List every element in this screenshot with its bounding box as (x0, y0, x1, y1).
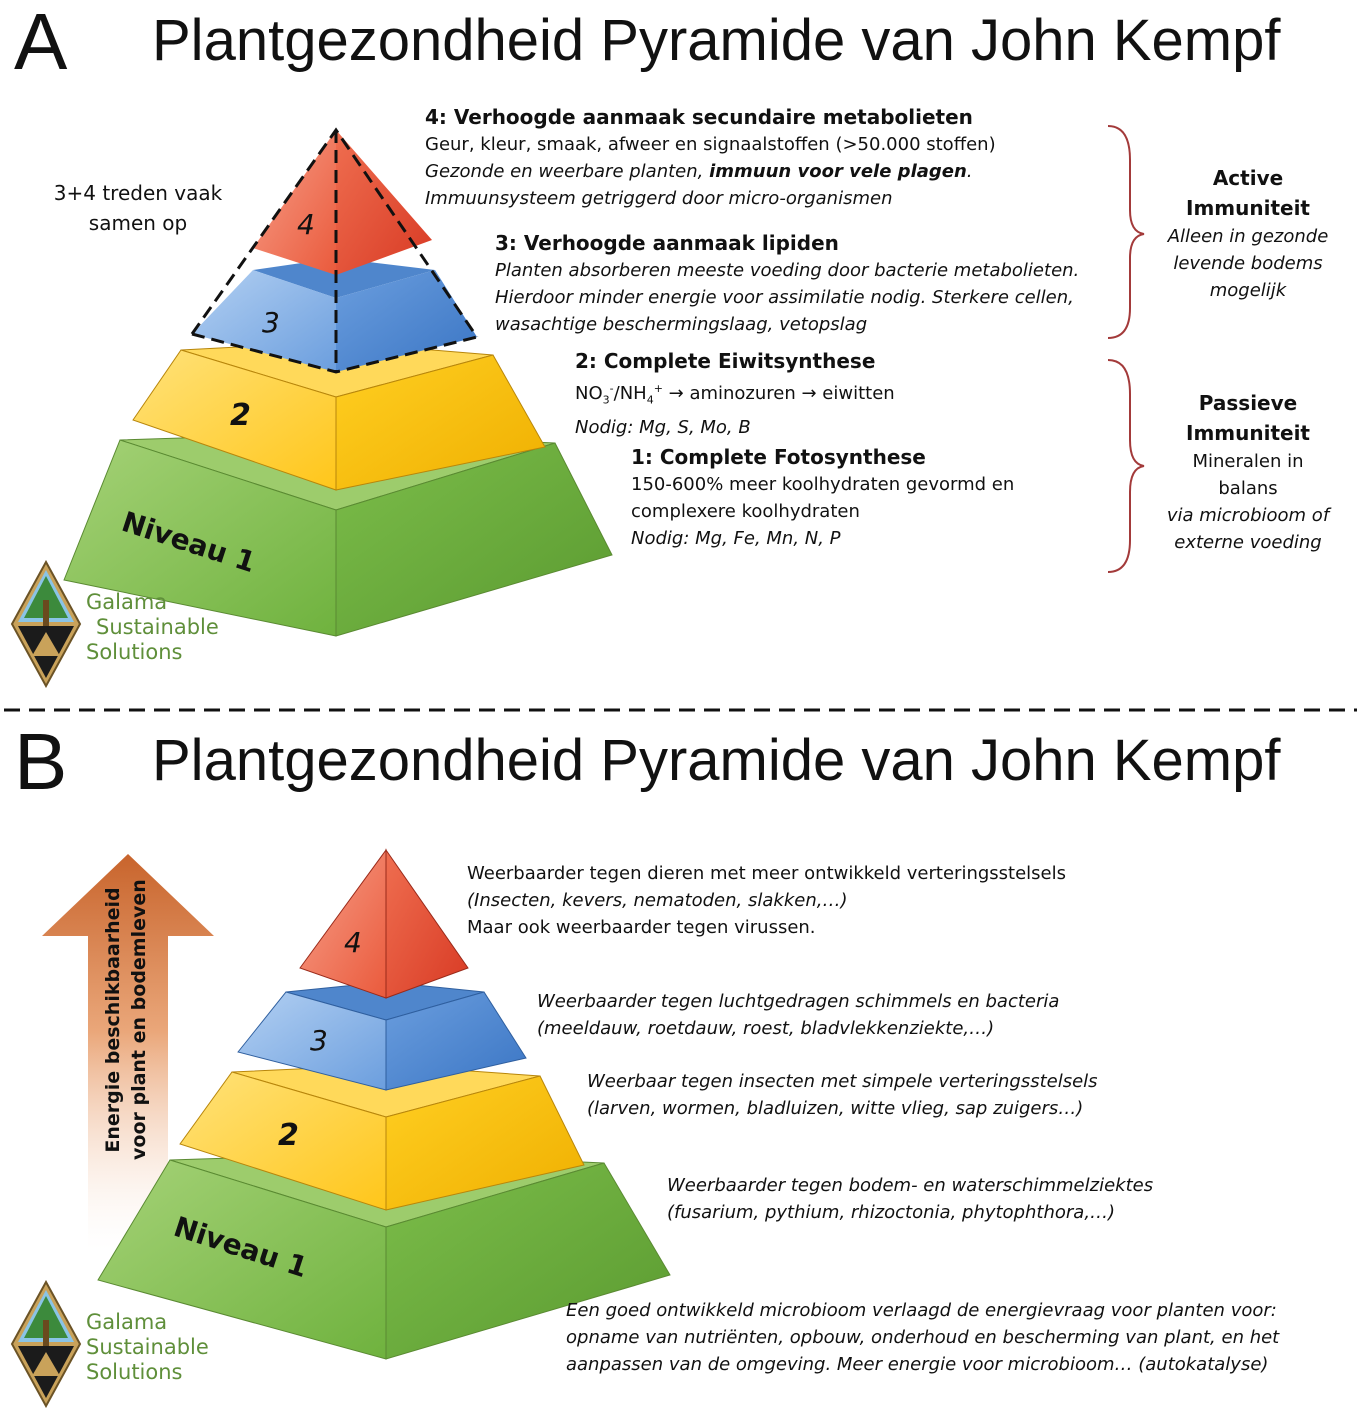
pyramid-b-level-3 (237, 981, 527, 1091)
energy-arrow-label: Energie beschikbaarheid voor plant en bo… (102, 879, 150, 1160)
logo-b-line-2: Sustainable (86, 1335, 209, 1359)
pyramid-b-level-2 (179, 1064, 585, 1211)
formula: NO3-/NH4+ → aminozuren → eiwitten (575, 382, 895, 407)
level-2-description: 2: Complete Eiwitsynthese NO3-/NH4+ → am… (575, 349, 895, 438)
pyramid-a-level-4 (253, 130, 432, 275)
active-immunity: Active Immuniteit Alleen in gezonde leve… (1167, 166, 1329, 301)
brace-passive (1107, 359, 1145, 573)
logo-b-emblem (10, 1280, 82, 1408)
logo-b-line-3: Solutions (86, 1360, 183, 1384)
passive-immunity: Passieve Immuniteit Mineralen in balans … (1166, 391, 1330, 553)
b-level-1-description: Weerbaarder tegen bodem- en waterschimme… (667, 1175, 1154, 1223)
pyramid-a-label-3: 3 (262, 306, 280, 339)
pyramid-a (63, 127, 613, 637)
side-note: 3+4 treden vaak samen op (53, 181, 223, 235)
braces (1107, 125, 1145, 573)
b-level-4-description: Weerbaarder tegen dieren met meer ontwik… (467, 863, 1066, 938)
pyramid-b-label-3: 3 (310, 1024, 328, 1057)
panel-a-title: Plantgezondheid Pyramide van John Kempf (152, 8, 1281, 73)
level-1-description: 1: Complete Fotosynthese 150-600% meer k… (631, 445, 1015, 549)
logo-a-line-3: Solutions (86, 640, 183, 664)
panel-a-letter: A (14, 0, 68, 86)
b-level-3-description: Weerbaarder tegen luchtgedragen schimmel… (537, 991, 1060, 1039)
pyramid-b-label-2: 2 (278, 1118, 299, 1153)
pyramid-b (42, 848, 671, 1360)
pyramid-b-label-4: 4 (344, 926, 362, 959)
pyramid-a-label-4: 4 (297, 208, 315, 241)
microbiome-note: Een goed ontwikkeld microbioom verlaagd … (566, 1300, 1280, 1375)
pyramid-a-dashed-outline (190, 127, 479, 374)
level-4-description: 4: Verhoogde aanmaak secundaire metaboli… (425, 105, 996, 209)
level-3-description: 3: Verhoogde aanmaak lipiden Planten abs… (495, 231, 1080, 335)
pyramid-a-label-2: 2 (230, 398, 251, 433)
pyramid-b-level-4 (299, 848, 469, 999)
logo-a-line-1: Galama (86, 590, 168, 614)
pyramid-a-level-3 (192, 258, 477, 372)
b-level-2-description: Weerbaar tegen insecten met simpele vert… (587, 1071, 1098, 1119)
panel-b-letter: B (14, 717, 68, 806)
logo-a-line-2: Sustainable (96, 615, 219, 639)
energy-arrow (42, 854, 214, 1250)
logo-a-emblem (10, 560, 82, 688)
panel-divider (4, 708, 1357, 712)
brace-active (1107, 125, 1145, 339)
logo-b-line-1: Galama (86, 1310, 168, 1334)
panel-b-title: Plantgezondheid Pyramide van John Kempf (152, 728, 1281, 793)
